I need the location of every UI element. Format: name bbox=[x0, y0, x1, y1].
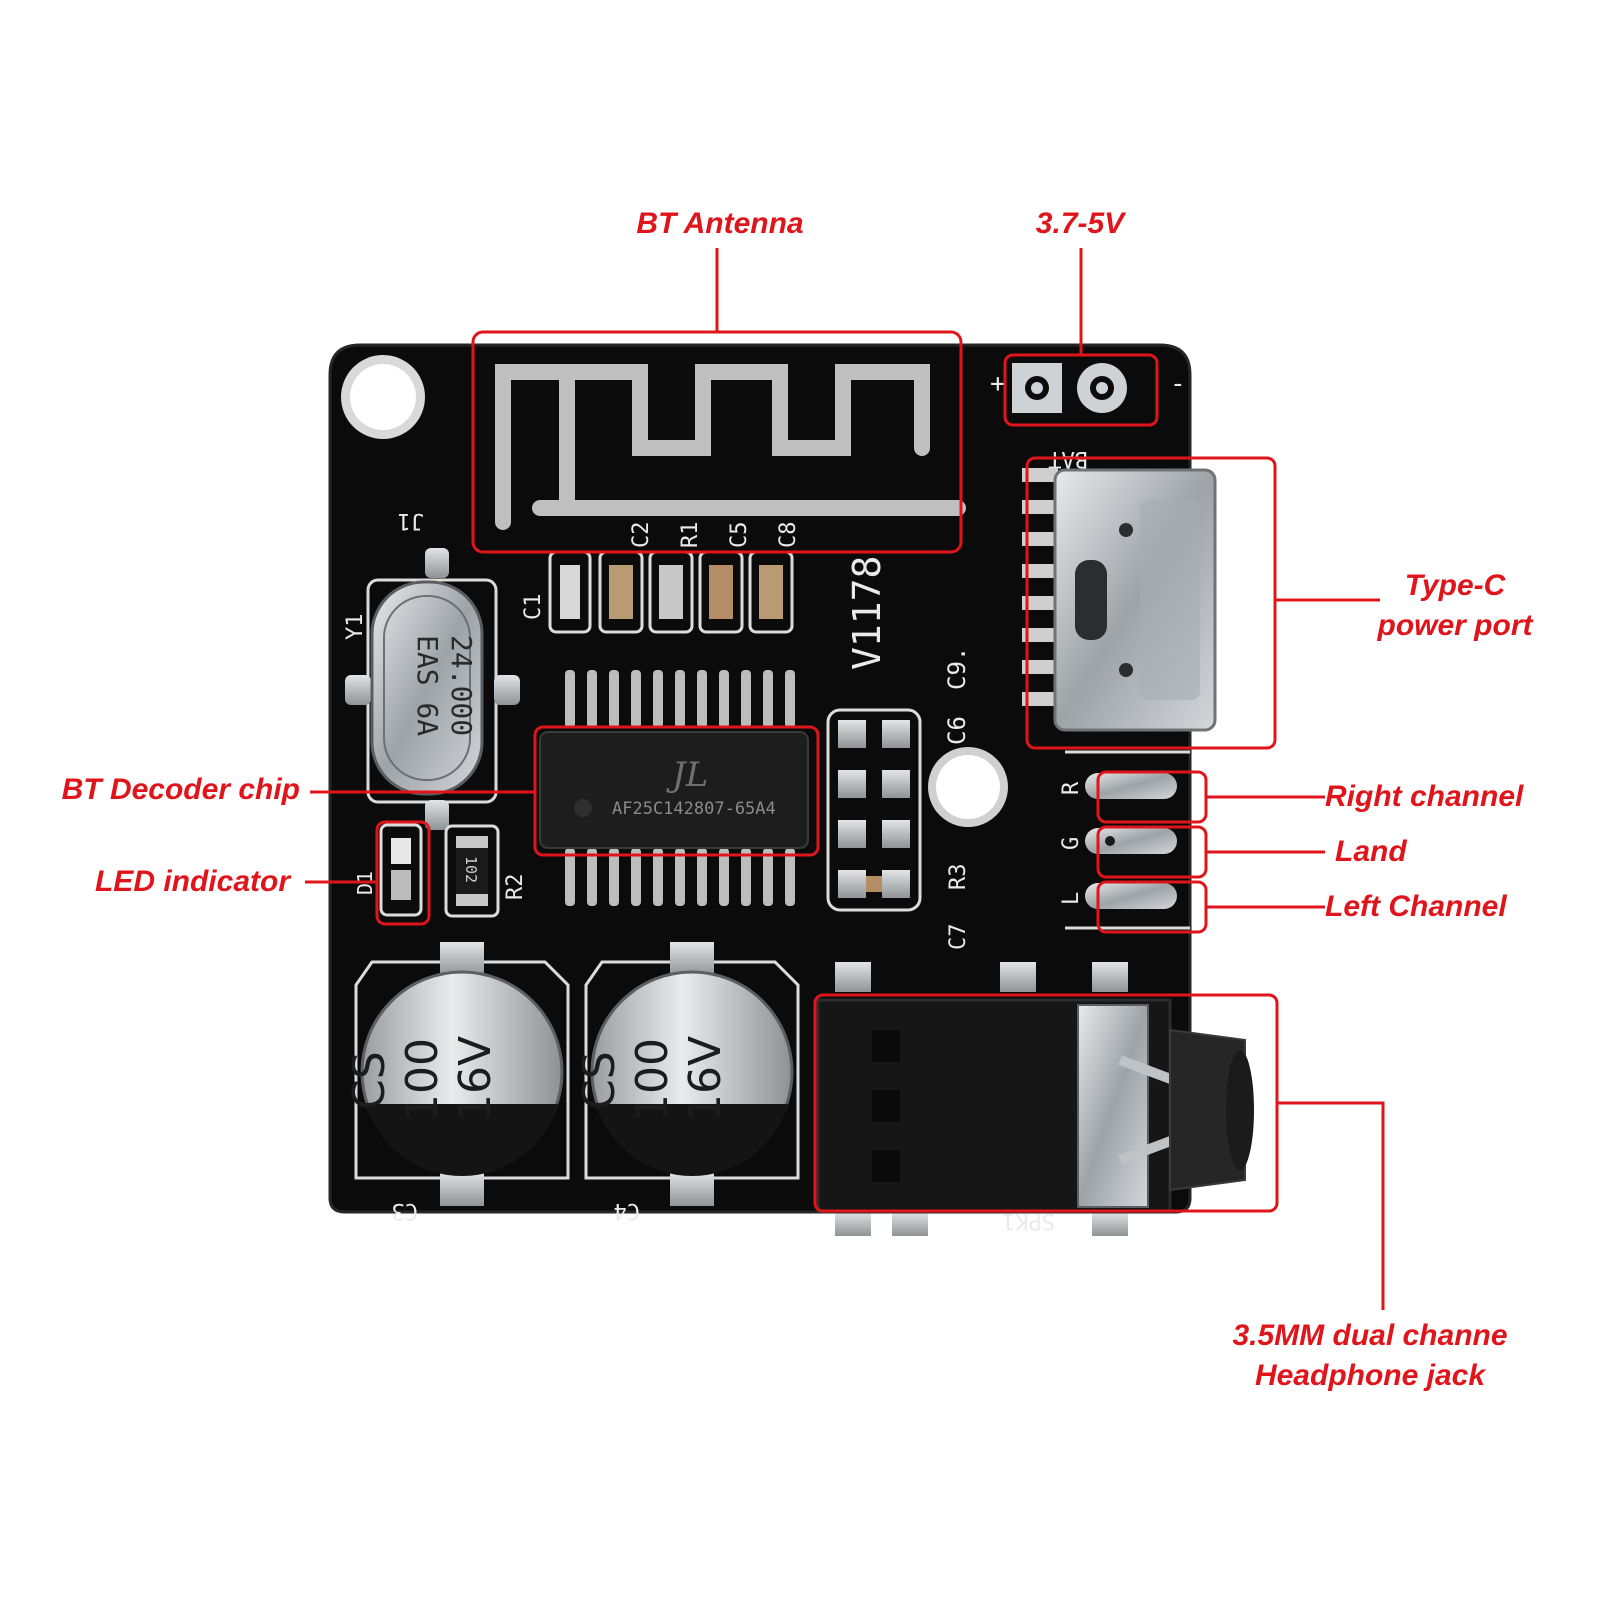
c6-label: C6 bbox=[943, 716, 971, 745]
crystal-marking-1: 24.000 bbox=[445, 635, 478, 736]
c4-marking-2: 100 bbox=[627, 1038, 678, 1122]
resistor-code: 102 bbox=[462, 856, 480, 883]
type-c-highlight bbox=[1025, 456, 1277, 750]
c7-label: C7 bbox=[946, 924, 971, 951]
smd-pad-cluster bbox=[826, 708, 922, 912]
crystal-marking-2: EAS 6A bbox=[411, 635, 444, 736]
c4-marking-1: CS bbox=[574, 1051, 625, 1110]
land-label: Land bbox=[1335, 835, 1407, 868]
decoder-chip-pins bbox=[565, 670, 795, 906]
bat-minus-label: - bbox=[1170, 369, 1186, 399]
version-label: V1178 bbox=[845, 556, 889, 670]
mounting-hole bbox=[928, 747, 1008, 827]
c2-label: C2 bbox=[629, 522, 654, 549]
bt-decoder-label: BT Decoder chip bbox=[61, 773, 300, 806]
c8-label: C8 bbox=[776, 522, 801, 549]
jack-label-line2: Headphone jack bbox=[1254, 1359, 1486, 1392]
r3-label: R3 bbox=[946, 864, 971, 891]
output-pads bbox=[1065, 750, 1190, 930]
type-c-label-line2: power port bbox=[1377, 609, 1533, 642]
j1-label: J1 bbox=[398, 508, 425, 533]
c5-label: C5 bbox=[727, 522, 752, 549]
r1-label: R1 bbox=[678, 522, 703, 549]
power-input-label: 3.7-5V bbox=[1035, 207, 1125, 240]
capacitor-c3 bbox=[354, 942, 570, 1206]
smd-component-row bbox=[548, 550, 794, 634]
pin-g-label: G bbox=[1059, 837, 1084, 850]
left-channel-label: Left Channel bbox=[1325, 890, 1507, 923]
chip-pin1-dot bbox=[574, 799, 592, 817]
c3-label: C3 bbox=[392, 1198, 419, 1223]
pin-l-label: L bbox=[1059, 892, 1084, 905]
led-indicator-label: LED indicator bbox=[94, 865, 290, 898]
jack-label-line1: 3.5MM dual channe bbox=[1232, 1319, 1508, 1352]
antenna-trace bbox=[495, 364, 966, 530]
c1-label: C1 bbox=[521, 594, 546, 621]
resistor-102 bbox=[444, 824, 500, 918]
right-channel-label: Right channel bbox=[1325, 780, 1524, 813]
r2-label: R2 bbox=[503, 874, 528, 901]
c4-marking-3: 16V bbox=[680, 1036, 731, 1122]
bat-pads bbox=[1012, 363, 1127, 413]
headphone-jack bbox=[816, 962, 1254, 1236]
c3-marking-3: 16V bbox=[450, 1036, 501, 1122]
type-c-connector bbox=[1022, 468, 1217, 732]
capacitor-c4 bbox=[584, 942, 800, 1206]
c3-marking-2: 100 bbox=[397, 1038, 448, 1122]
led-d1 bbox=[379, 823, 423, 917]
crystal-oscillator bbox=[345, 548, 520, 830]
pin-r-label: R bbox=[1059, 781, 1084, 795]
jack-leader bbox=[1277, 1101, 1385, 1310]
c3-marking-1: CS bbox=[344, 1051, 395, 1110]
y1-label: Y1 bbox=[343, 614, 368, 641]
chip-marking: AF25C142807-65A4 bbox=[612, 799, 776, 819]
bt-antenna-label: BT Antenna bbox=[636, 207, 804, 240]
decoder-chip-body bbox=[539, 731, 809, 849]
led-highlight bbox=[375, 820, 431, 926]
type-c-label-line1: Type-C bbox=[1404, 569, 1506, 602]
mounting-hole bbox=[341, 355, 425, 439]
chip-logo: JL bbox=[666, 755, 708, 795]
bat-plus-label: + bbox=[990, 369, 1006, 399]
c4-label: C4 bbox=[614, 1198, 641, 1223]
c9-label: C9. bbox=[943, 647, 971, 690]
leader-lines bbox=[305, 248, 1385, 1310]
